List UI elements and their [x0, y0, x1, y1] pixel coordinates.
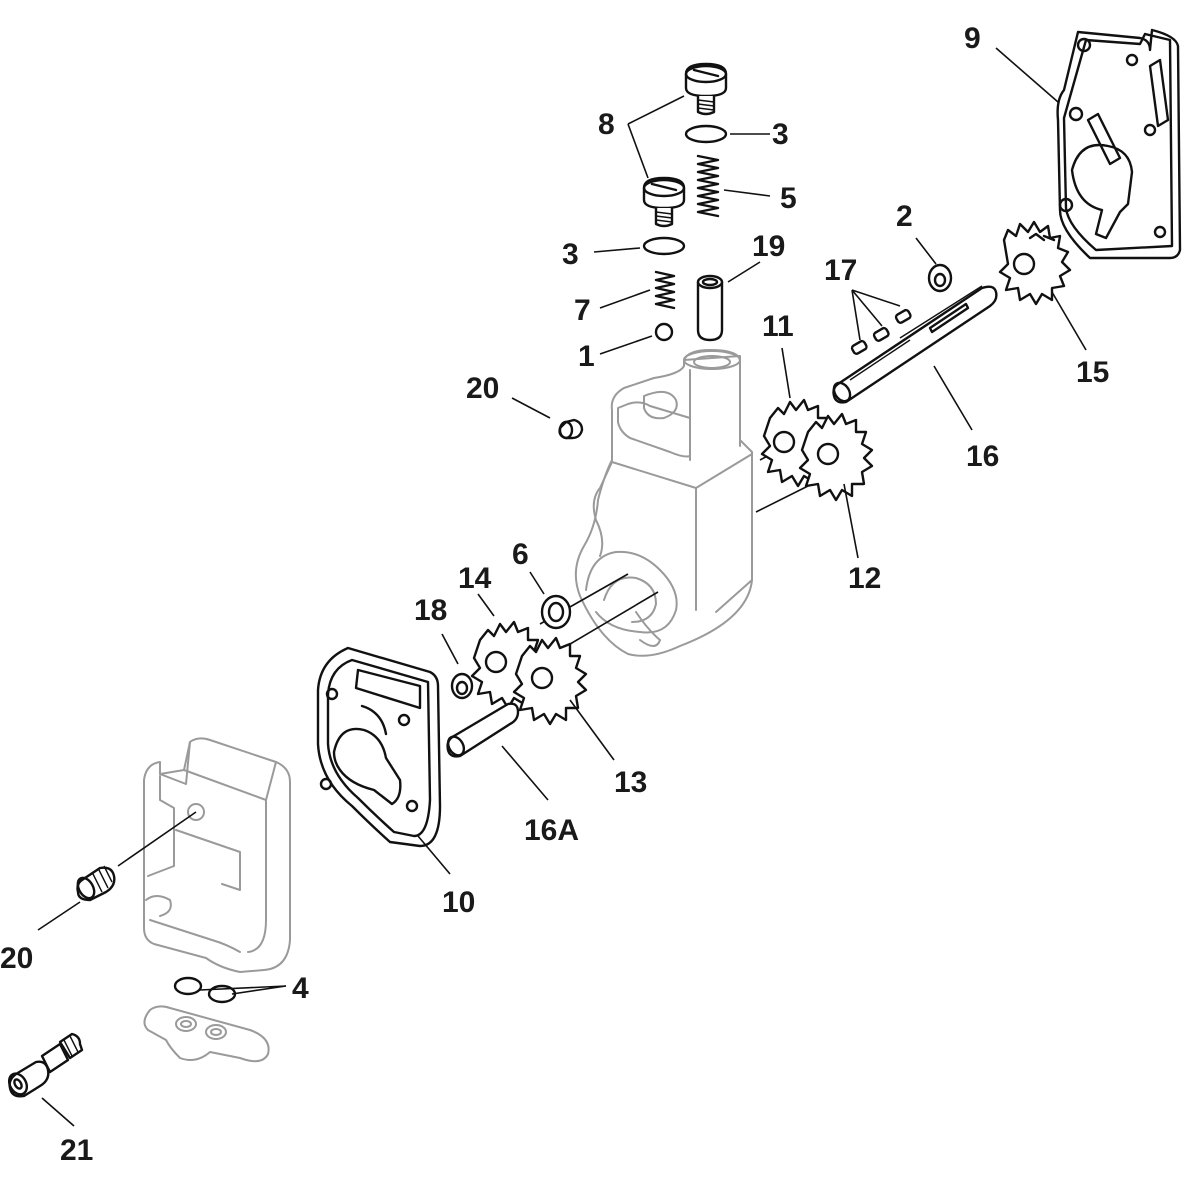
callout-21: 21 — [60, 1134, 93, 1167]
part-16a-short-shaft — [446, 702, 520, 758]
callout-6: 6 — [512, 538, 529, 571]
part-20-plug-upper — [558, 418, 584, 440]
callout-1: 1 — [578, 340, 595, 373]
callout-3-upper: 3 — [772, 118, 789, 151]
callout-13: 13 — [614, 766, 647, 799]
part-4-o-ring-left — [173, 976, 203, 996]
axis-line-plug — [117, 811, 197, 867]
part-5-spring — [696, 154, 720, 218]
callout-15: 15 — [1076, 356, 1109, 389]
lower-cover — [143, 737, 291, 973]
callout-11: 11 — [762, 310, 794, 343]
part-7-spring — [654, 270, 676, 310]
callout-9: 9 — [964, 22, 981, 55]
callout-4: 4 — [292, 972, 309, 1005]
part-19-sleeve — [696, 274, 724, 342]
part-10-gasket — [316, 646, 442, 848]
part-20-plug-lower — [76, 865, 116, 902]
part-17-keys — [850, 308, 912, 355]
callout-2: 2 — [896, 200, 913, 233]
part-1-ball — [654, 322, 674, 342]
callout-8: 8 — [598, 108, 615, 141]
callout-labels: 9 8 3 5 2 19 3 17 7 11 1 15 20 16 6 14 1… — [0, 22, 1109, 1167]
part-8-screw-upper — [684, 62, 728, 116]
part-9-cover-gasket — [1056, 28, 1182, 260]
callout-3-lower: 3 — [562, 238, 579, 271]
leader-lines — [37, 47, 1087, 1127]
callout-17: 17 — [824, 254, 857, 287]
callout-18: 18 — [414, 594, 447, 627]
callout-14: 14 — [458, 562, 492, 595]
part-13-gear — [512, 636, 588, 726]
callout-5: 5 — [780, 182, 797, 215]
part-15-gear — [998, 220, 1072, 306]
axis-line-lower-2 — [559, 591, 659, 651]
part-21-fitting — [7, 1032, 84, 1098]
callout-10: 10 — [442, 886, 475, 919]
part-3-o-ring-lower — [642, 236, 686, 256]
part-16-drive-shaft — [832, 285, 998, 404]
callout-16: 16 — [966, 440, 999, 473]
part-18-retaining-ring — [450, 672, 474, 700]
callout-7: 7 — [574, 294, 591, 327]
callout-19: 19 — [752, 230, 785, 263]
part-3-o-ring-upper — [684, 124, 728, 144]
callout-20-upper: 20 — [466, 372, 499, 405]
pump-housing — [574, 349, 753, 657]
callout-12: 12 — [848, 562, 881, 595]
callout-16a: 16A — [524, 814, 579, 847]
part-2-retaining-ring — [927, 263, 953, 293]
bottom-flange — [143, 1005, 270, 1063]
part-6-washer — [540, 594, 572, 630]
callout-20-lower: 20 — [0, 942, 33, 975]
part-8-screw-lower — [642, 176, 686, 228]
part-12-gear — [798, 412, 874, 502]
